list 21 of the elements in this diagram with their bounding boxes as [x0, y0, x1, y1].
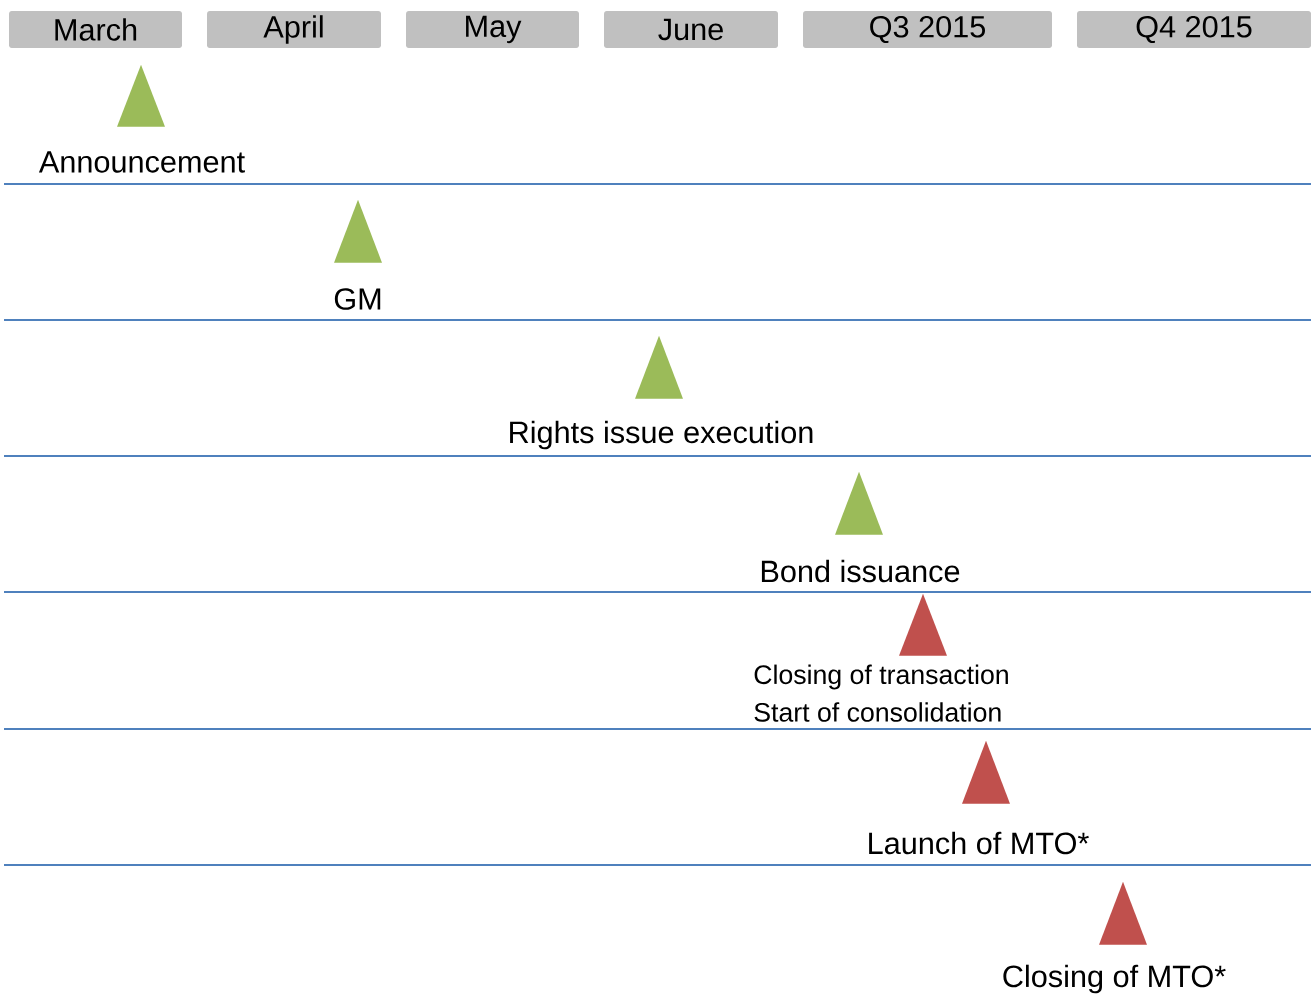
milestone-triangle [835, 471, 883, 535]
month-tab: March [9, 11, 182, 48]
milestone-triangle [899, 593, 947, 656]
milestone-triangle [635, 335, 683, 399]
milestone-triangle [962, 740, 1010, 804]
milestone-label: Start of consolidation [754, 702, 1001, 722]
month-tab: May [406, 11, 579, 48]
milestone-label: Closing of transaction [754, 664, 1008, 690]
milestone-triangle [1099, 881, 1147, 945]
month-tab: April [207, 11, 381, 48]
milestone-label: Bond issuance [761, 559, 960, 583]
month-tab: Q3 2015 [803, 11, 1052, 48]
milestone-label: Launch of MTO* [869, 831, 1089, 855]
milestone-triangle [117, 64, 165, 127]
milestone-label: Closing of MTO* [1003, 964, 1226, 994]
milestone-triangle [334, 199, 382, 263]
milestone-label: Rights issue execution [510, 420, 813, 450]
milestone-label: GM [334, 288, 381, 310]
month-tab: June [604, 11, 778, 48]
milestone-label: Announcement [38, 151, 245, 173]
month-tab: Q4 2015 [1077, 11, 1311, 48]
